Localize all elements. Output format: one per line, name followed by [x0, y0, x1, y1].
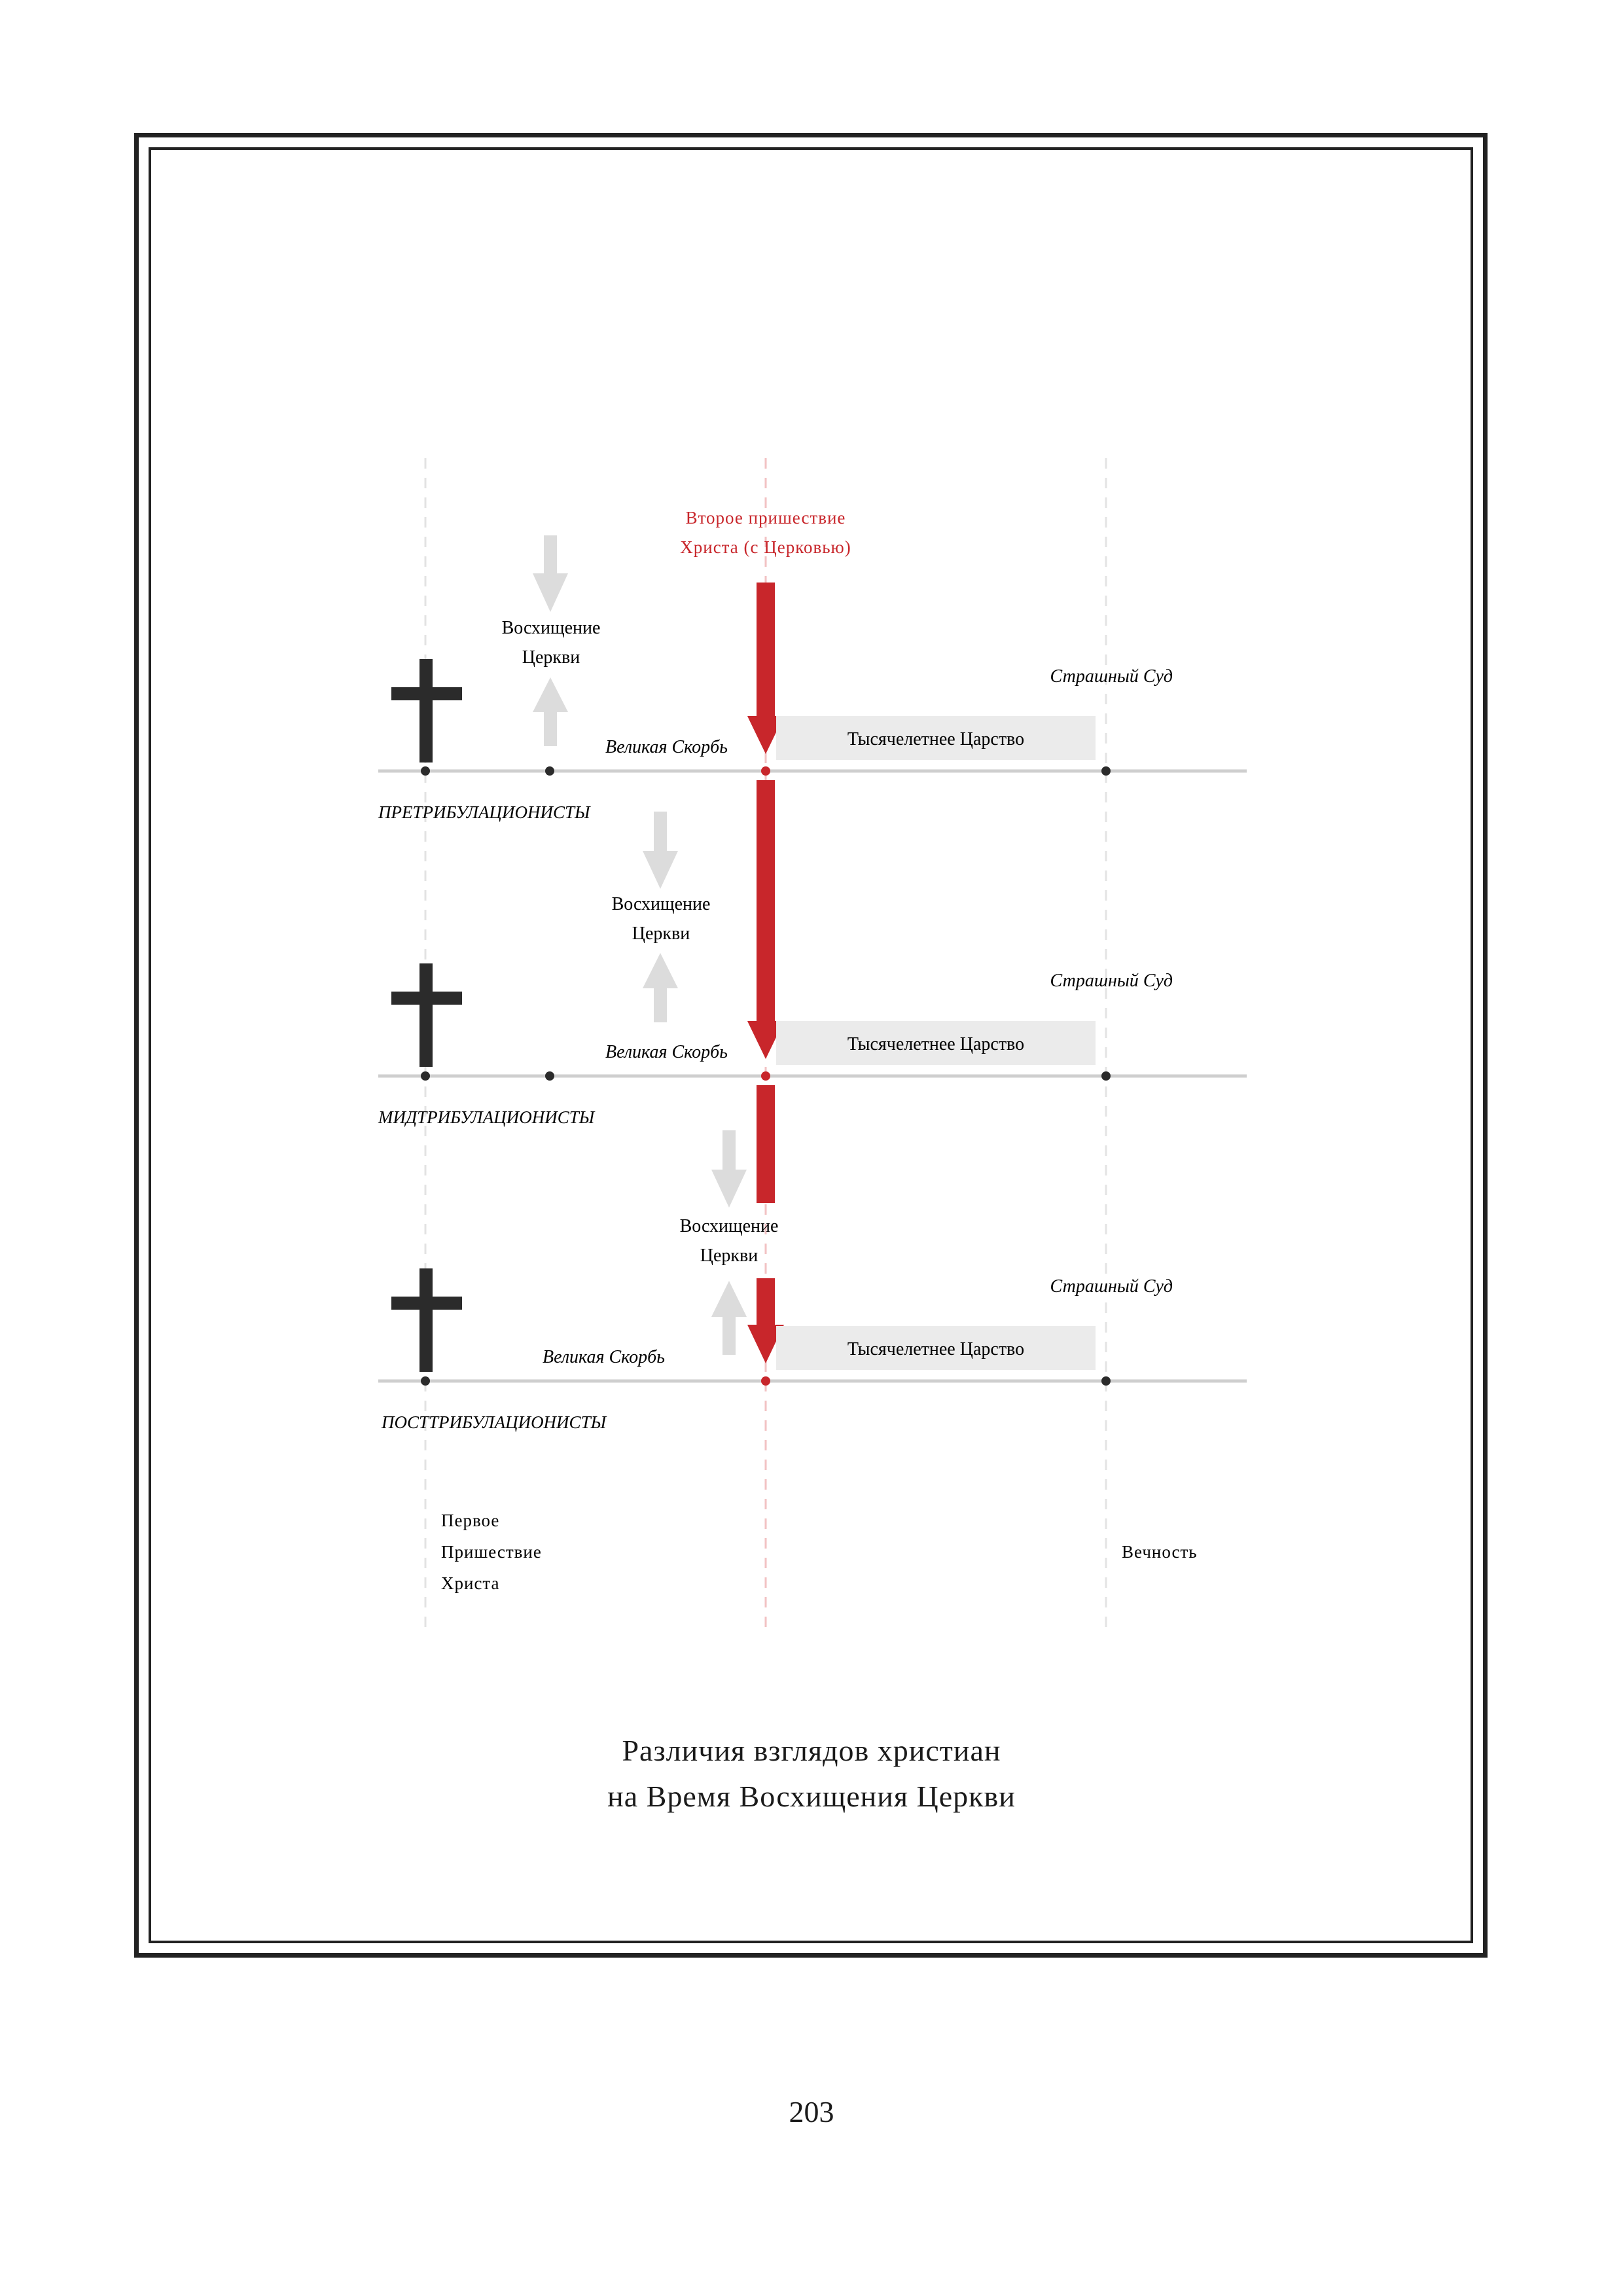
tribulation-label: Великая Скорбь: [605, 1042, 728, 1062]
rapture-up-arrow-icon: [711, 1281, 747, 1355]
row-posttribulation: Восхищение Церкви Великая Скорбь Тысячел…: [378, 1130, 1247, 1432]
page-frame-outer: [134, 133, 1488, 1958]
rapture-label-line2: Церкви: [522, 647, 580, 668]
timeline-dot: [1101, 1071, 1111, 1081]
row-midtribulation: Восхищение Церкви Великая Скорбь Тысячел…: [378, 812, 1247, 1127]
second-coming-connector: [757, 780, 775, 1026]
second-coming-arrow-icon: [747, 1278, 784, 1363]
row-pretribulation: Восхищение Церкви Великая Скорбь Тысячел…: [378, 535, 1247, 822]
tribulation-label: Великая Скорбь: [543, 1347, 665, 1367]
rapture-down-arrow-icon: [643, 812, 678, 889]
caption-line2: на Время Восхищения Церкви: [607, 1780, 1016, 1813]
rapture-up-arrow-icon: [643, 953, 678, 1022]
timeline-dot-red: [761, 1071, 770, 1081]
millennium-box: [776, 1021, 1096, 1065]
view-name: ПОСТТРИБУЛАЦИОНИСТЫ: [381, 1412, 607, 1432]
second-coming-label-line2: Христа (с Церковью): [680, 537, 851, 557]
cross-icon: [391, 963, 462, 1067]
timeline-dot: [1101, 766, 1111, 776]
timeline-dot: [421, 1071, 430, 1081]
second-coming-arrow-icon: [747, 1021, 784, 1059]
view-name: ПРЕТРИБУЛАЦИОНИСТЫ: [378, 802, 591, 822]
millennium-box: [776, 1326, 1096, 1370]
timeline-dot: [421, 1376, 430, 1386]
judgment-label: Страшный Суд: [1050, 666, 1173, 687]
first-coming-label-line1: Первое: [441, 1511, 499, 1530]
first-coming-label-line3: Христа: [441, 1573, 500, 1593]
cross-icon: [391, 1268, 462, 1372]
timeline-dot: [421, 766, 430, 776]
judgment-label: Страшный Суд: [1050, 1276, 1173, 1297]
millennium-label: Тысячелетнее Царство: [847, 729, 1024, 749]
rapture-label-line2: Церкви: [700, 1246, 758, 1266]
millennium-label: Тысячелетнее Царство: [847, 1034, 1024, 1054]
timeline-dot: [1101, 1376, 1111, 1386]
page-number: 203: [789, 2095, 834, 2128]
millennium-label: Тысячелетнее Царство: [847, 1339, 1024, 1359]
second-coming-label-line1: Второе пришествие: [686, 508, 846, 528]
page-frame-inner: [149, 147, 1473, 1943]
figure-caption: Различия взглядов христиан на Время Восх…: [0, 1728, 1623, 1820]
second-coming-connector: [757, 1085, 775, 1203]
rapture-label-line1: Восхищение: [502, 618, 601, 638]
view-name: МИДТРИБУЛАЦИОНИСТЫ: [378, 1107, 596, 1127]
rapture-up-arrow-icon: [533, 677, 568, 746]
timeline-dot-red: [761, 1376, 770, 1386]
timeline-dot: [545, 1071, 554, 1081]
first-coming-label-line2: Пришествие: [441, 1542, 542, 1562]
caption-line1: Различия взглядов христиан: [622, 1734, 1001, 1767]
timeline-dot-red: [761, 766, 770, 776]
millennium-box: [776, 716, 1096, 760]
rapture-down-arrow-icon: [533, 535, 568, 612]
rapture-down-arrow-icon: [711, 1130, 747, 1208]
rapture-label-line1: Восхищение: [680, 1216, 779, 1236]
rapture-label-line2: Церкви: [632, 924, 690, 944]
cross-icon: [391, 659, 462, 762]
second-coming-arrow-icon: [747, 583, 784, 754]
timeline-dot: [545, 766, 554, 776]
judgment-label: Страшный Суд: [1050, 971, 1173, 991]
tribulation-label: Великая Скорбь: [605, 737, 728, 757]
rapture-label-line1: Восхищение: [612, 894, 711, 914]
eternity-label: Вечность: [1122, 1542, 1198, 1562]
